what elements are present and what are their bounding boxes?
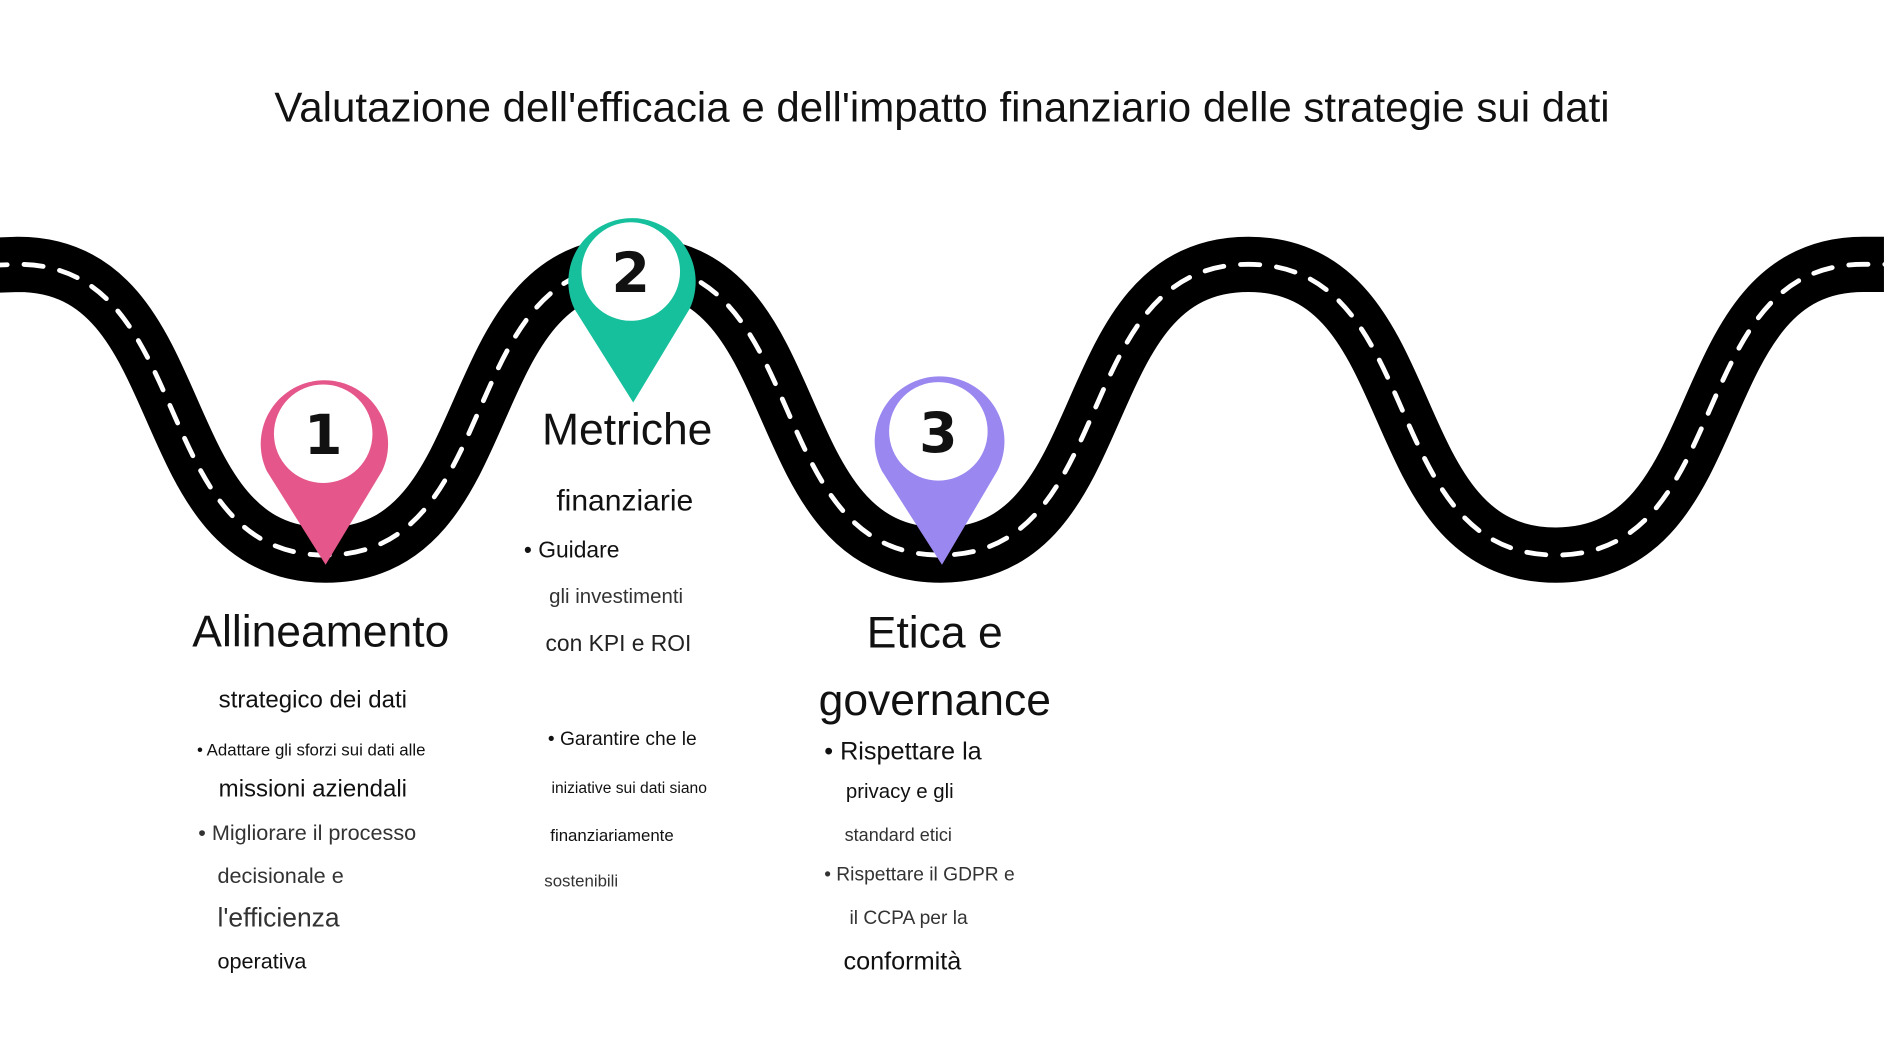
step-1-line: • Migliorare il processo: [198, 820, 417, 845]
step-2-line: con KPI e ROI: [545, 631, 692, 658]
step-1-line: decisionale e: [217, 863, 344, 888]
step-3-line: conformità: [843, 947, 962, 976]
step-2-line: • Garantire che le: [547, 729, 697, 750]
step-3-line: standard etici: [844, 825, 952, 846]
step-3-heading: Etica e: [866, 607, 1003, 658]
step-1-line: strategico dei dati: [218, 687, 408, 714]
step-2-line: finanziariamente: [550, 825, 674, 845]
step-3-line: privacy e gli: [845, 779, 954, 803]
pin-2-number: 2: [612, 242, 650, 306]
step-3-line: • Rispettare la: [824, 737, 982, 766]
step-1-heading: Allineamento: [192, 606, 450, 657]
step-3-line: il CCPA per la: [849, 908, 968, 929]
pin-3-marker-icon: 3: [874, 376, 1005, 565]
page-title: Valutazione dell'efficacia e dell'impatt…: [274, 84, 1610, 131]
step-2-line: gli investimenti: [549, 585, 684, 608]
step-1-line: missioni aziendali: [218, 776, 408, 803]
step-2-line: finanziarie: [556, 484, 694, 518]
step-1-line: operativa: [217, 949, 307, 974]
pin-1-marker-icon: 1: [260, 380, 389, 565]
step-3-line: • Rispettare il GDPR e: [824, 865, 1015, 886]
step-2-line: sostenibili: [544, 871, 619, 891]
step-2-line: iniziative sui dati siano: [551, 778, 707, 797]
pin-1-number: 1: [304, 404, 342, 468]
step-2-line: • Guidare: [523, 538, 620, 564]
step-2-heading: Metriche: [541, 404, 713, 455]
pin-2-marker-icon: 2: [568, 218, 696, 403]
step-1-line: • Adattare gli sforzi sui dati alle: [197, 740, 426, 760]
step-3-line: governance: [818, 675, 1051, 725]
pin-3-number: 3: [919, 402, 957, 466]
step-1-line: l'efficienza: [217, 902, 340, 933]
